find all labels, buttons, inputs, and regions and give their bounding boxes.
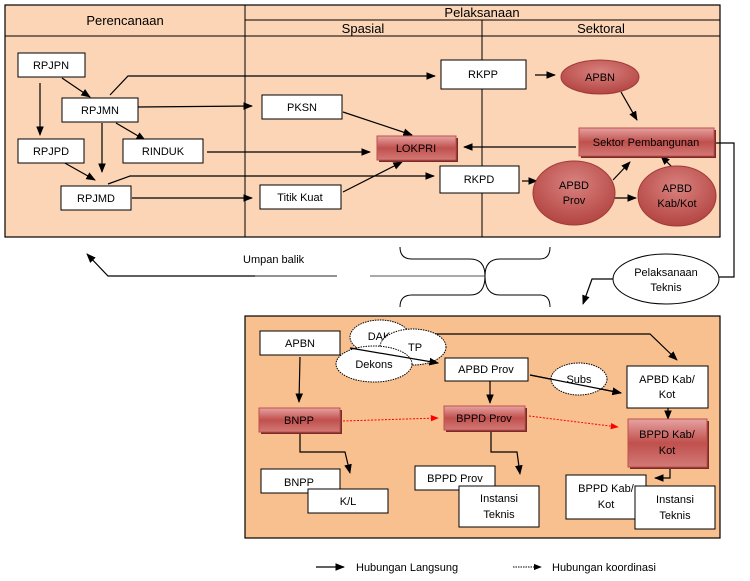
node-instansi-teknis-prov[interactable]: Instansi Teknis (458, 485, 540, 528)
svg-text:Sektor Pembangunan: Sektor Pembangunan (593, 137, 699, 149)
svg-text:LOKPRI: LOKPRI (396, 143, 436, 155)
svg-text:RKPD: RKPD (464, 174, 495, 186)
svg-text:Teknis: Teknis (659, 510, 691, 522)
svg-text:APBD: APBD (662, 183, 692, 195)
coordination-arrows (342, 415, 619, 430)
svg-text:Instansi: Instansi (480, 493, 518, 505)
cloud-subs[interactable]: Subs (550, 362, 608, 396)
svg-text:Kab/Kot: Kab/Kot (657, 198, 696, 210)
svg-text:Instansi: Instansi (656, 494, 694, 506)
node-rpjmd[interactable]: RPJMD (60, 185, 132, 211)
legend: Hubungan Langsung Hubungan koordinasi (316, 562, 656, 574)
node-instansi-teknis-kab[interactable]: Instansi Teknis (634, 485, 716, 530)
node-pelaksanaan-teknis[interactable]: Pelaksanaan Teknis (612, 253, 720, 305)
feedback-connector (86, 253, 485, 277)
svg-text:BPPD Kab/: BPPD Kab/ (639, 429, 696, 441)
svg-text:APBN: APBN (585, 72, 615, 84)
header-perencanaan: Perencanaan (86, 13, 163, 28)
node-titik-kuat[interactable]: Titik Kuat (259, 184, 342, 210)
node-bppd-prov[interactable]: BPPD Prov (443, 405, 527, 432)
legend-coordination-label: Hubungan koordinasi (552, 562, 656, 574)
svg-text:Teknis: Teknis (483, 509, 515, 521)
svg-text:Teknis: Teknis (650, 282, 682, 294)
header-sektoral: Sektoral (577, 21, 625, 36)
svg-text:K/L: K/L (340, 496, 357, 508)
node-rkpp[interactable]: RKPP (440, 59, 527, 90)
svg-text:RPJMN: RPJMN (81, 105, 119, 117)
node-sektor-pembangunan[interactable]: Sektor Pembangunan (578, 127, 716, 158)
apbn-to-apbd-prov-arrow (349, 347, 439, 366)
feedback-label: Umpan balik (243, 254, 305, 266)
svg-text:Prov: Prov (563, 195, 586, 207)
node-apbn-bottom[interactable]: APBN (259, 330, 341, 356)
svg-text:APBD Kab/: APBD Kab/ (639, 374, 696, 386)
brace-connector (399, 246, 551, 308)
node-rpjpn[interactable]: RPJPN (17, 52, 86, 78)
node-apbd-prov-bottom[interactable]: APBD Prov (444, 357, 529, 382)
header-spasial: Spasial (342, 21, 385, 36)
svg-text:Kot: Kot (659, 445, 676, 457)
svg-text:BNPP: BNPP (284, 415, 314, 427)
svg-text:RPJPN: RPJPN (33, 60, 69, 72)
svg-text:RPJMD: RPJMD (77, 193, 115, 205)
node-apbd-prov-top[interactable]: APBD Prov (532, 160, 616, 226)
node-kl[interactable]: K/L (307, 488, 389, 514)
svg-text:RINDUK: RINDUK (142, 146, 185, 158)
svg-text:Kot: Kot (598, 499, 615, 511)
node-pksn[interactable]: PKSN (261, 94, 343, 120)
cloud-dekons[interactable]: Dekons (335, 345, 413, 383)
svg-text:BPPD Prov: BPPD Prov (456, 413, 512, 425)
node-bppd-kabkot[interactable]: BPPD Kab/ Kot (627, 418, 709, 469)
tech-impl-arrow (582, 278, 613, 305)
svg-text:Kot: Kot (659, 389, 676, 401)
legend-direct-label: Hubungan Langsung (356, 562, 458, 574)
node-bnpp[interactable]: BNPP (258, 407, 342, 434)
node-apbd-kabkot-bottom[interactable]: APBD Kab/ Kot (626, 365, 709, 409)
node-lokpri[interactable]: LOKPRI (376, 135, 458, 162)
node-apbn-top[interactable]: APBN (560, 59, 640, 95)
svg-text:BPPD Kab/: BPPD Kab/ (578, 483, 635, 495)
node-apbd-kabkot-top[interactable]: APBD Kab/Kot (637, 165, 717, 227)
header-pelaksanaan: Pelaksanaan (444, 5, 519, 20)
node-rkpd[interactable]: RKPD (439, 165, 520, 194)
svg-text:BPPD Prov: BPPD Prov (427, 473, 483, 485)
svg-text:APBD: APBD (559, 180, 589, 192)
svg-text:Dekons: Dekons (355, 359, 393, 371)
svg-text:BNPP: BNPP (284, 477, 314, 489)
svg-text:RPJPD: RPJPD (33, 146, 69, 158)
svg-text:TP: TP (408, 342, 422, 354)
svg-text:Titik Kuat: Titik Kuat (277, 192, 322, 204)
svg-text:PKSN: PKSN (287, 102, 317, 114)
node-bppd-kabkot-sub[interactable]: BPPD Kab/ Kot (565, 474, 647, 520)
svg-text:Pelaksanaan: Pelaksanaan (634, 267, 698, 279)
apbd-prov-to-kab-arrow (529, 374, 622, 396)
node-rinduk[interactable]: RINDUK (122, 138, 204, 164)
top-connectors (36, 71, 735, 278)
svg-text:APBD Prov: APBD Prov (458, 364, 514, 376)
node-rpjmn[interactable]: RPJMN (61, 97, 139, 123)
svg-text:RKPP: RKPP (468, 69, 498, 81)
node-rpjpd[interactable]: RPJPD (17, 138, 85, 164)
svg-text:APBN: APBN (285, 338, 315, 350)
